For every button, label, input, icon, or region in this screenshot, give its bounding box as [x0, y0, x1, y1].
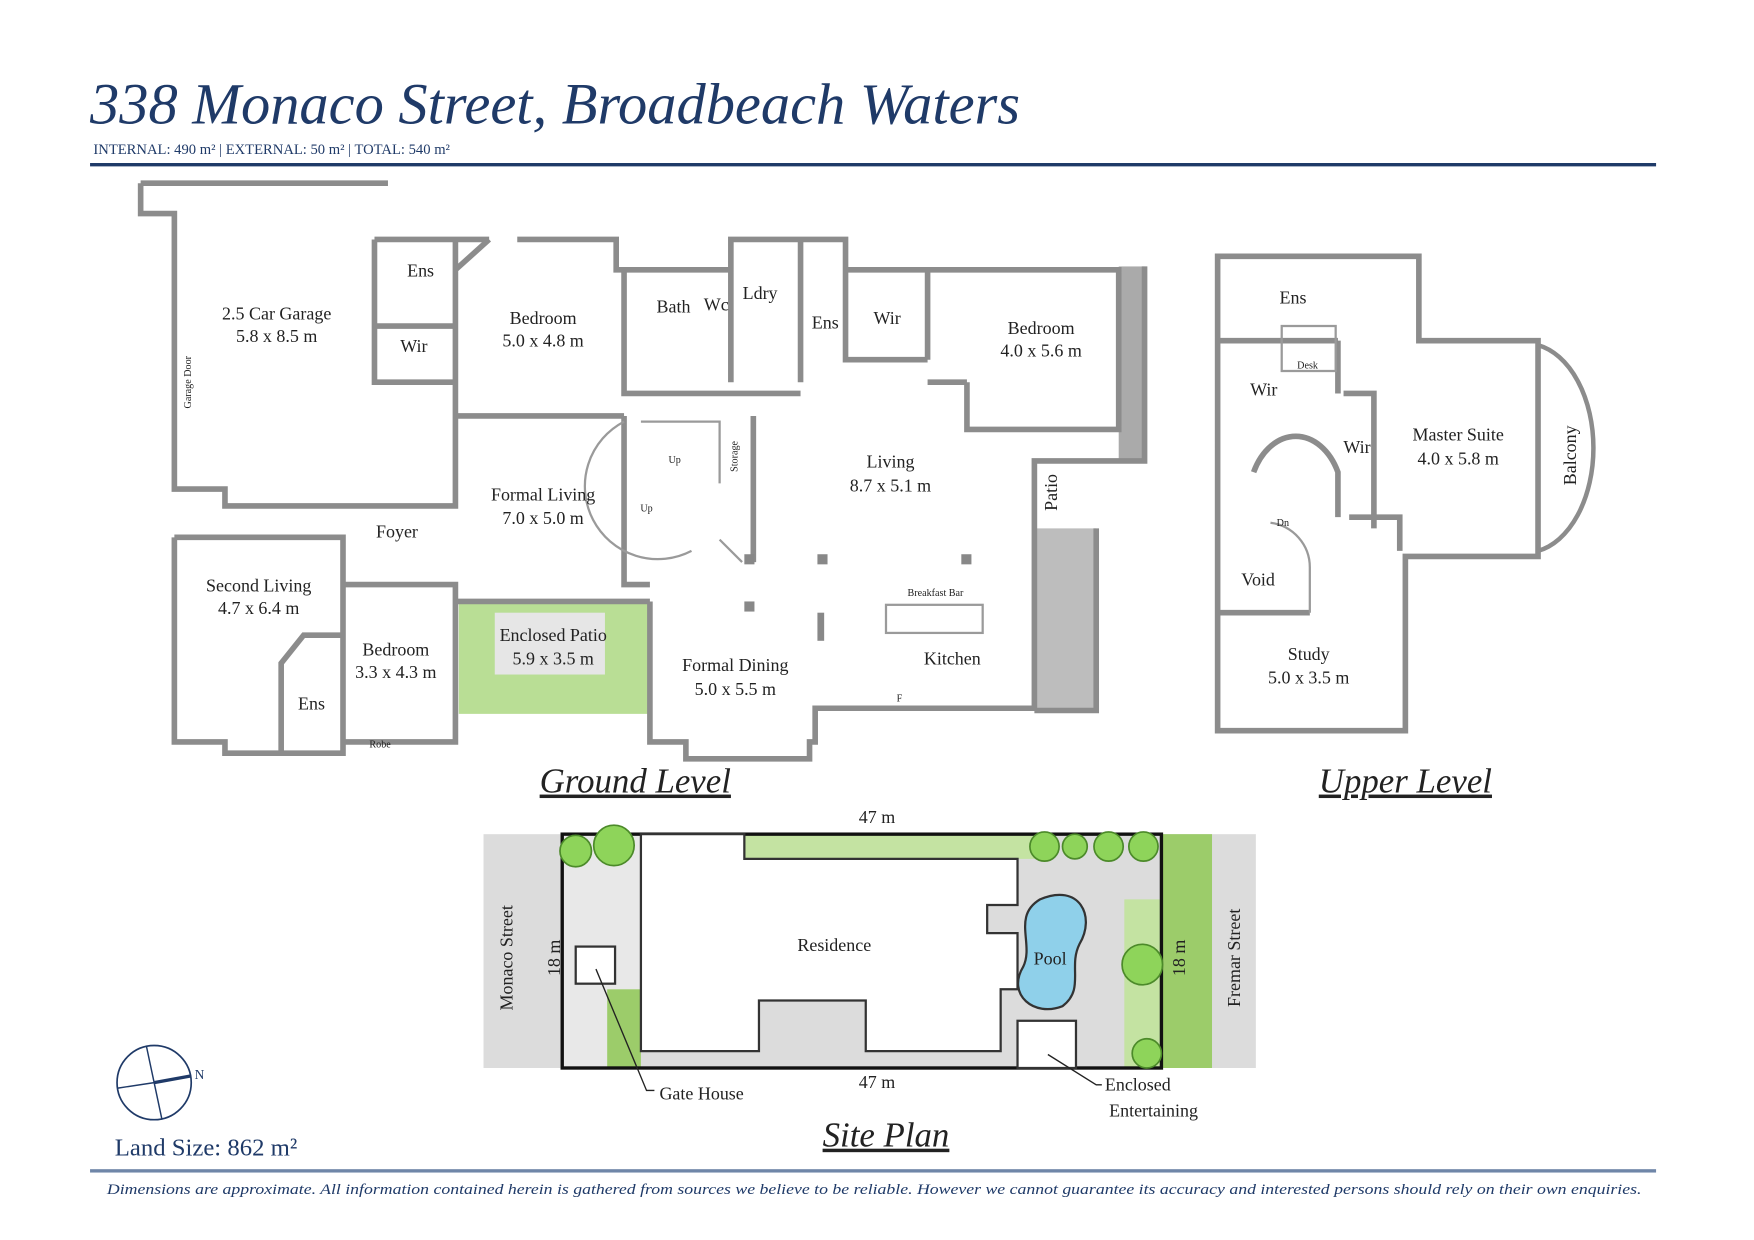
room-ens-1: Ens	[407, 261, 434, 281]
ground-level-plan: 2.5 Car Garage 5.8 x 8.5 m Garage Door E…	[137, 180, 1148, 801]
enclosed-entertaining-label-1: Enclosed	[1105, 1074, 1171, 1094]
room-ens-3: Ens	[298, 693, 325, 713]
ground-level-label: Ground Level	[540, 762, 731, 801]
room-foyer: Foyer	[376, 521, 418, 541]
area-summary: INTERNAL: 490 m² | EXTERNAL: 50 m² | TOT…	[93, 142, 450, 158]
site-left-dimension: 18 m	[544, 940, 564, 976]
upper-room-study-name: Study	[1288, 644, 1330, 664]
breakfast-bar-label: Breakfast Bar	[908, 588, 964, 599]
upper-level-plan: Ens Wir Wir Master Suite 4.0 x 5.8 m Bal…	[1214, 253, 1596, 801]
land-size: Land Size: 862 m²	[115, 1135, 297, 1162]
upper-room-wir-2: Wir	[1343, 437, 1370, 457]
footer-rule	[90, 1169, 1657, 1173]
upper-room-void: Void	[1241, 570, 1275, 590]
site-bottom-dimension: 47 m	[859, 1072, 895, 1092]
site-plan-label: Site Plan	[823, 1116, 950, 1155]
robe-label: Robe	[369, 740, 391, 751]
compass-icon: N	[116, 1044, 205, 1121]
room-garage-size: 5.8 x 8.5 m	[236, 326, 317, 346]
monaco-street-label: Monaco Street	[497, 905, 517, 1010]
patio-paving	[494, 612, 605, 675]
compass-north-label: N	[195, 1067, 205, 1082]
site-top-dimension: 47 m	[859, 807, 895, 827]
room-bedroom-1-name: Bedroom	[510, 308, 577, 328]
room-second-living-size: 4.7 x 6.4 m	[218, 598, 299, 618]
room-ens-2: Ens	[812, 312, 839, 332]
room-living-name: Living	[867, 452, 915, 472]
room-kitchen: Kitchen	[924, 648, 981, 668]
gate-house-box	[574, 945, 617, 985]
room-enclosed-patio-size: 5.9 x 3.5 m	[513, 648, 594, 668]
upper-room-wir-1: Wir	[1250, 380, 1277, 400]
room-enclosed-patio-name: Enclosed Patio	[500, 625, 607, 645]
stair-up-label: Up	[668, 455, 680, 466]
patio-strip	[1118, 266, 1145, 464]
room-bath: Bath	[657, 297, 691, 317]
lot-boundary	[560, 832, 1164, 1070]
room-second-living-name: Second Living	[206, 575, 311, 595]
desk-label: Desk	[1297, 361, 1319, 372]
room-bedroom-3-name: Bedroom	[362, 639, 429, 659]
enclosed-entertaining-label-2: Entertaining	[1109, 1100, 1198, 1120]
fridge-label: F	[897, 694, 903, 705]
room-wir-2: Wir	[874, 308, 901, 328]
site-plan: 47 m 47 m 18 m 18 m Monaco Street Fremar…	[483, 807, 1256, 1155]
room-wc: Wc	[704, 294, 729, 314]
breakfast-bar	[884, 603, 984, 635]
room-formal-living-size: 7.0 x 5.0 m	[502, 508, 583, 528]
pool-label: Pool	[1034, 949, 1067, 969]
fremar-street-label: Fremar Street	[1224, 909, 1244, 1007]
upper-room-master-size: 4.0 x 5.8 m	[1418, 448, 1499, 468]
room-bedroom-1-size: 5.0 x 4.8 m	[502, 330, 583, 350]
site-right-dimension: 18 m	[1169, 940, 1189, 976]
property-title: 338 Monaco Street, Broadbeach Waters	[89, 72, 1020, 137]
stair-down-label: Dn	[1277, 518, 1289, 529]
upper-room-ens: Ens	[1279, 288, 1306, 308]
upper-level-label: Upper Level	[1319, 762, 1492, 801]
patio-strip	[1034, 528, 1097, 711]
room-formal-living-name: Formal Living	[491, 484, 595, 504]
storage-label: Storage	[730, 440, 741, 471]
room-ldry: Ldry	[743, 283, 778, 303]
room-wir-1: Wir	[400, 336, 427, 356]
upper-room-master-name: Master Suite	[1413, 425, 1504, 445]
trees	[559, 824, 1164, 1069]
disclaimer: Dimensions are approximate. All informat…	[106, 1182, 1642, 1198]
room-formal-dining-name: Formal Dining	[682, 655, 788, 675]
gate-house-label: Gate House	[659, 1083, 743, 1103]
room-formal-dining-size: 5.0 x 5.5 m	[695, 679, 776, 699]
room-living-size: 8.7 x 5.1 m	[850, 475, 931, 495]
header-rule	[90, 163, 1657, 167]
room-bedroom-2-name: Bedroom	[1008, 318, 1075, 338]
enclosed-entertaining-box	[1016, 1019, 1078, 1070]
upper-room-study-size: 5.0 x 3.5 m	[1268, 668, 1349, 688]
columns	[744, 554, 972, 641]
room-bedroom-3-size: 3.3 x 4.3 m	[355, 662, 436, 682]
balcony	[1535, 342, 1596, 554]
room-patio: Patio	[1041, 474, 1061, 511]
stair-up-label-2: Up	[640, 504, 652, 515]
residence-footprint	[639, 833, 1019, 1053]
pool-shape	[1016, 893, 1087, 1011]
room-garage-name: 2.5 Car Garage	[222, 303, 331, 323]
upper-room-balcony: Balcony	[1560, 425, 1580, 485]
residence-label: Residence	[797, 935, 871, 955]
garage-door-label: Garage Door	[183, 355, 194, 408]
room-bedroom-2-size: 4.0 x 5.6 m	[1000, 340, 1081, 360]
